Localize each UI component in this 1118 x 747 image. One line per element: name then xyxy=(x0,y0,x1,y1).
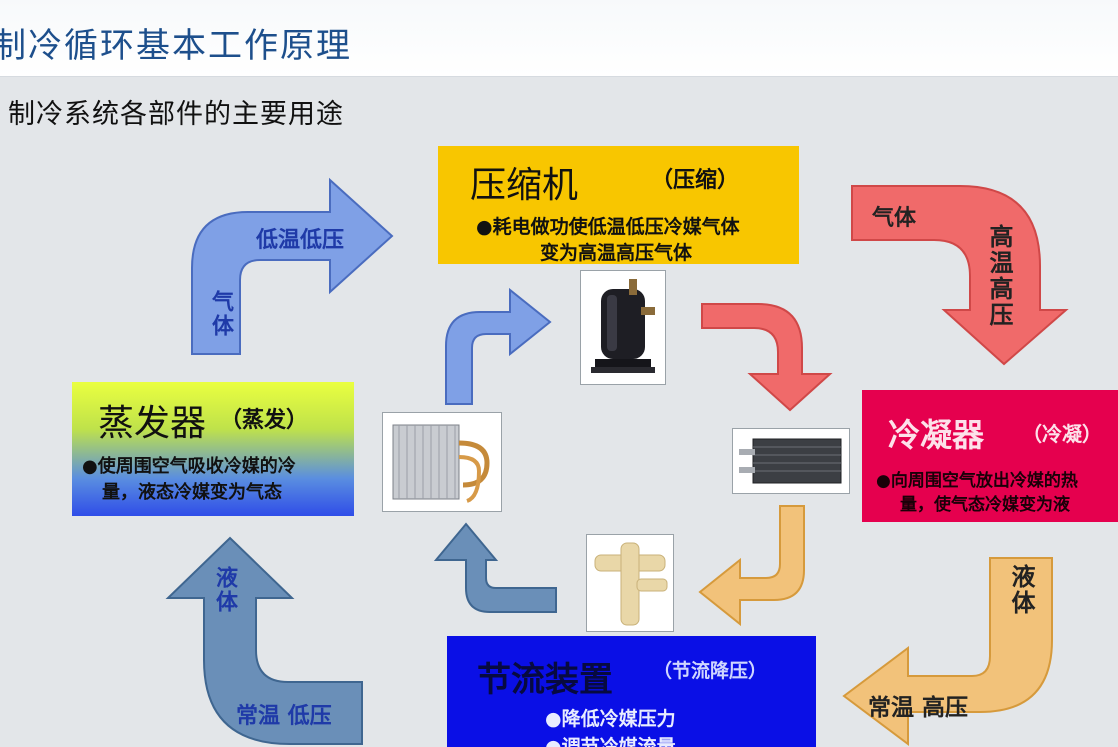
label-liquid-left: 液体 xyxy=(212,566,237,614)
throttle-desc-line2: ●调节冷媒流量 xyxy=(545,736,676,747)
throttle-device-box: 节流装置 （节流降压） ●降低冷媒压力 ●调节冷媒流量 xyxy=(447,636,816,747)
evaporator-coil-photo xyxy=(382,412,502,512)
evaporator-function: （蒸发） xyxy=(220,408,309,433)
expansion-valve-photo xyxy=(586,534,674,632)
arrow-condenser-photo-to-valve xyxy=(698,505,805,627)
arrow-coil-to-compressor xyxy=(445,287,552,405)
arrow-throttle-to-evaporator xyxy=(165,536,363,745)
compressor-name: 压缩机 xyxy=(470,165,579,206)
condenser-name: 冷凝器 xyxy=(888,416,985,454)
label-gas-right: 气体 xyxy=(872,206,917,231)
arrow-valve-to-coil xyxy=(433,522,557,613)
compressor-desc-line2: 变为高温高压气体 xyxy=(540,242,693,264)
throttle-function: （节流降压） xyxy=(653,660,768,682)
evaporator-name: 蒸发器 xyxy=(98,403,207,444)
condenser-coil-illustration xyxy=(739,438,842,484)
label-liquid-right: 液体 xyxy=(1007,564,1035,616)
throttle-desc-line1: ●降低冷媒压力 xyxy=(545,708,676,730)
condenser-function: （冷凝） xyxy=(1022,422,1102,446)
condenser-box: 冷凝器 （冷凝） ●向周围空气放出冷媒的热 量，使气态冷媒变为液 xyxy=(862,390,1118,522)
label-gas-left: 气体 xyxy=(208,290,233,338)
expansion-valve-illustration xyxy=(594,542,668,626)
label-normal-temp-low-pressure: 常温 低压 xyxy=(236,704,332,729)
arrow-compressor-photo-to-condenser-photo xyxy=(701,303,833,412)
label-low-temp-low-pressure: 低温低压 xyxy=(256,228,345,253)
compressor-illustration xyxy=(591,279,655,373)
evaporator-coil-illustration xyxy=(392,424,490,503)
condenser-desc-line2: 量，使气态冷媒变为液 xyxy=(900,495,1070,515)
condenser-desc-line1: ●向周围空气放出冷媒的热 xyxy=(876,471,1078,491)
evaporator-desc-line1: ●使周围空气吸收冷媒的冷 xyxy=(82,456,296,477)
compressor-photo xyxy=(580,270,666,385)
evaporator-desc-line2: 量，液态冷媒变为气态 xyxy=(102,482,282,503)
throttle-name: 节流装置 xyxy=(477,660,613,700)
compressor-function: （压缩） xyxy=(651,168,740,193)
title-bar: 制冷循环基本工作原理 xyxy=(0,0,1118,77)
label-normal-temp-high-pressure: 常温 高压 xyxy=(868,695,969,721)
evaporator-box: 蒸发器 （蒸发） ●使周围空气吸收冷媒的冷 量，液态冷媒变为气态 xyxy=(72,382,354,516)
label-high-temp-high-pressure: 高温高压 xyxy=(985,224,1013,328)
arrow-compressor-to-condenser xyxy=(851,185,1069,366)
page-title: 制冷循环基本工作原理 xyxy=(0,26,352,66)
arrow-condenser-to-throttle xyxy=(842,557,1053,746)
condenser-coil-photo xyxy=(732,428,850,494)
compressor-box: 压缩机 （压缩） ●耗电做功使低温低压冷媒气体 变为高温高压气体 xyxy=(438,146,799,264)
compressor-desc-line1: ●耗电做功使低温低压冷媒气体 xyxy=(476,216,740,238)
arrow-evaporator-to-compressor xyxy=(191,177,394,355)
section-subtitle: 制冷系统各部件的主要用途 xyxy=(8,99,344,130)
